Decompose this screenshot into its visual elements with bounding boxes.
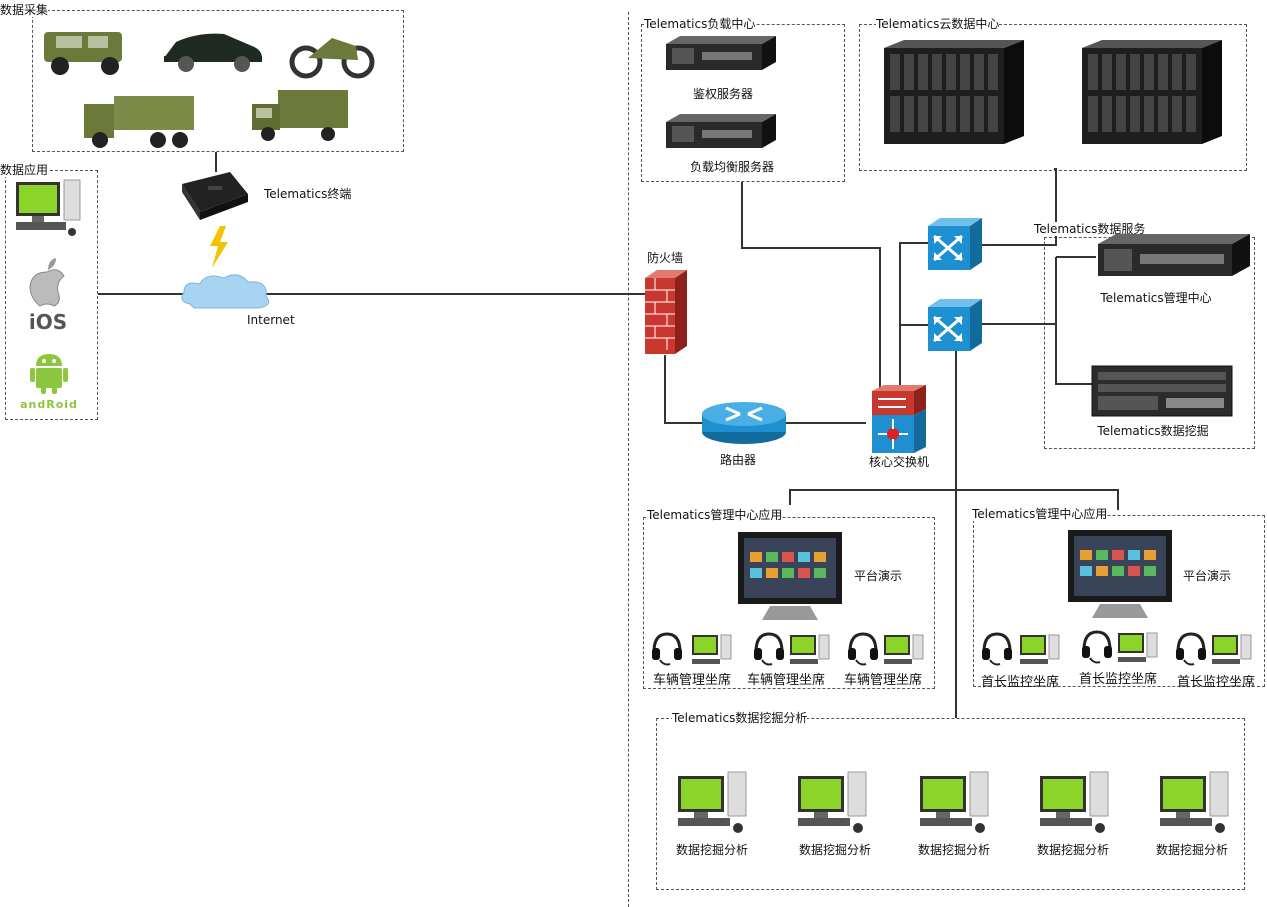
desktop-computer-icon (1116, 631, 1160, 671)
desktop-computer-icon (1210, 633, 1254, 673)
auth-server-icon (662, 34, 780, 80)
chief-monitor-seat-label: 首长监控坐席 (1176, 675, 1256, 690)
data-mining-analysis-zone (656, 718, 1245, 890)
analysis-station-label: 数据挖掘分析 (675, 843, 749, 857)
data-service-title: Telematics数据服务 (1034, 222, 1146, 236)
chief-monitor-seat-label: 首长监控坐席 (1078, 672, 1158, 687)
workstation-computer-icon (918, 770, 994, 842)
workstation-computer-icon (1038, 770, 1114, 842)
workstation-computer-icon (796, 770, 872, 842)
data-mining-analysis-title: Telematics数据挖掘分析 (672, 711, 808, 725)
firewall-label: 防火墙 (647, 251, 684, 265)
sedan-car-icon (158, 22, 268, 82)
analysis-station-label: 数据挖掘分析 (798, 843, 872, 857)
load-balancer-server-icon (662, 112, 780, 158)
blade-server-rack-icon (1076, 38, 1226, 152)
core-switch-icon (870, 383, 928, 459)
cloud-center-title: Telematics云数据中心 (876, 17, 1000, 31)
internet-cloud-icon (178, 270, 274, 318)
chief-monitor-seat-label: 首长监控坐席 (980, 675, 1060, 690)
vehicle-mgmt-seat-label: 车辆管理坐席 (746, 673, 826, 688)
auth-server-label: 鉴权服务器 (692, 87, 754, 101)
telematics-terminal-icon (178, 168, 252, 232)
desktop-computer-icon (788, 633, 832, 673)
vehicle-mgmt-seat-label: 车辆管理坐席 (843, 673, 923, 688)
mgmt-app-left-zone (643, 517, 935, 689)
blade-server-rack-icon (878, 38, 1028, 152)
platform-demo-label: 平台演示 (854, 569, 903, 583)
analysis-station-label: 数据挖掘分析 (917, 843, 991, 857)
desktop-computer-icon (690, 633, 734, 673)
zone-separator (628, 12, 629, 907)
smart-tv-icon (736, 530, 844, 626)
router-icon (700, 396, 788, 450)
data-collection-zone (32, 10, 404, 152)
operator-headset-icon (752, 630, 786, 672)
firewall-icon (643, 268, 689, 360)
workstation-computer-icon (676, 770, 752, 842)
load-center-title: Telematics负载中心 (644, 17, 756, 31)
platform-demo-label: 平台演示 (1183, 569, 1232, 583)
internet-label: Internet (247, 313, 295, 327)
motorcycle-icon (286, 20, 378, 84)
operator-headset-icon (846, 630, 880, 672)
mgmt-app-right-title: Telematics管理中心应用 (972, 507, 1108, 521)
desktop-computer-icon (14, 178, 86, 246)
vehicle-mgmt-seat-label: 车辆管理坐席 (652, 673, 732, 688)
data-mining-server-icon (1090, 364, 1236, 422)
operator-headset-icon (650, 630, 684, 672)
military-jeep-icon (36, 22, 136, 82)
analysis-station-label: 数据挖掘分析 (1155, 843, 1229, 857)
telematics-terminal-label: Telematics终端 (264, 187, 352, 201)
operator-headset-icon (1174, 630, 1208, 672)
military-truck-icon (80, 88, 200, 154)
wireless-signal-icon (206, 226, 230, 274)
cloud-center-zone (859, 24, 1247, 171)
box-truck-icon (248, 86, 352, 146)
analysis-station-label: 数据挖掘分析 (1036, 843, 1110, 857)
android-text: andRoid (20, 398, 78, 411)
data-application-title: 数据应用 (0, 163, 49, 177)
load-balancer-server-label: 负载均衡服务器 (689, 160, 775, 174)
management-center-server-icon (1094, 232, 1254, 286)
network-switch-icon (926, 216, 984, 278)
apple-logo-icon (24, 258, 70, 314)
network-switch-icon (926, 297, 984, 359)
data-application-zone (5, 170, 98, 420)
ios-text: iOS (28, 310, 68, 334)
management-center-label: Telematics管理中心 (1100, 291, 1212, 305)
smart-tv-icon (1066, 528, 1174, 624)
android-robot-icon (28, 350, 70, 400)
desktop-computer-icon (882, 633, 926, 673)
core-switch-label: 核心交换机 (868, 455, 930, 469)
workstation-computer-icon (1158, 770, 1234, 842)
operator-headset-icon (1080, 628, 1114, 670)
mgmt-app-left-title: Telematics管理中心应用 (647, 508, 783, 522)
data-collection-title: 数据采集 (0, 3, 49, 17)
operator-headset-icon (980, 630, 1014, 672)
mgmt-app-right-zone (973, 515, 1265, 687)
data-mining-label: Telematics数据挖掘 (1097, 424, 1209, 438)
desktop-computer-icon (1018, 633, 1062, 673)
router-label: 路由器 (719, 453, 757, 467)
